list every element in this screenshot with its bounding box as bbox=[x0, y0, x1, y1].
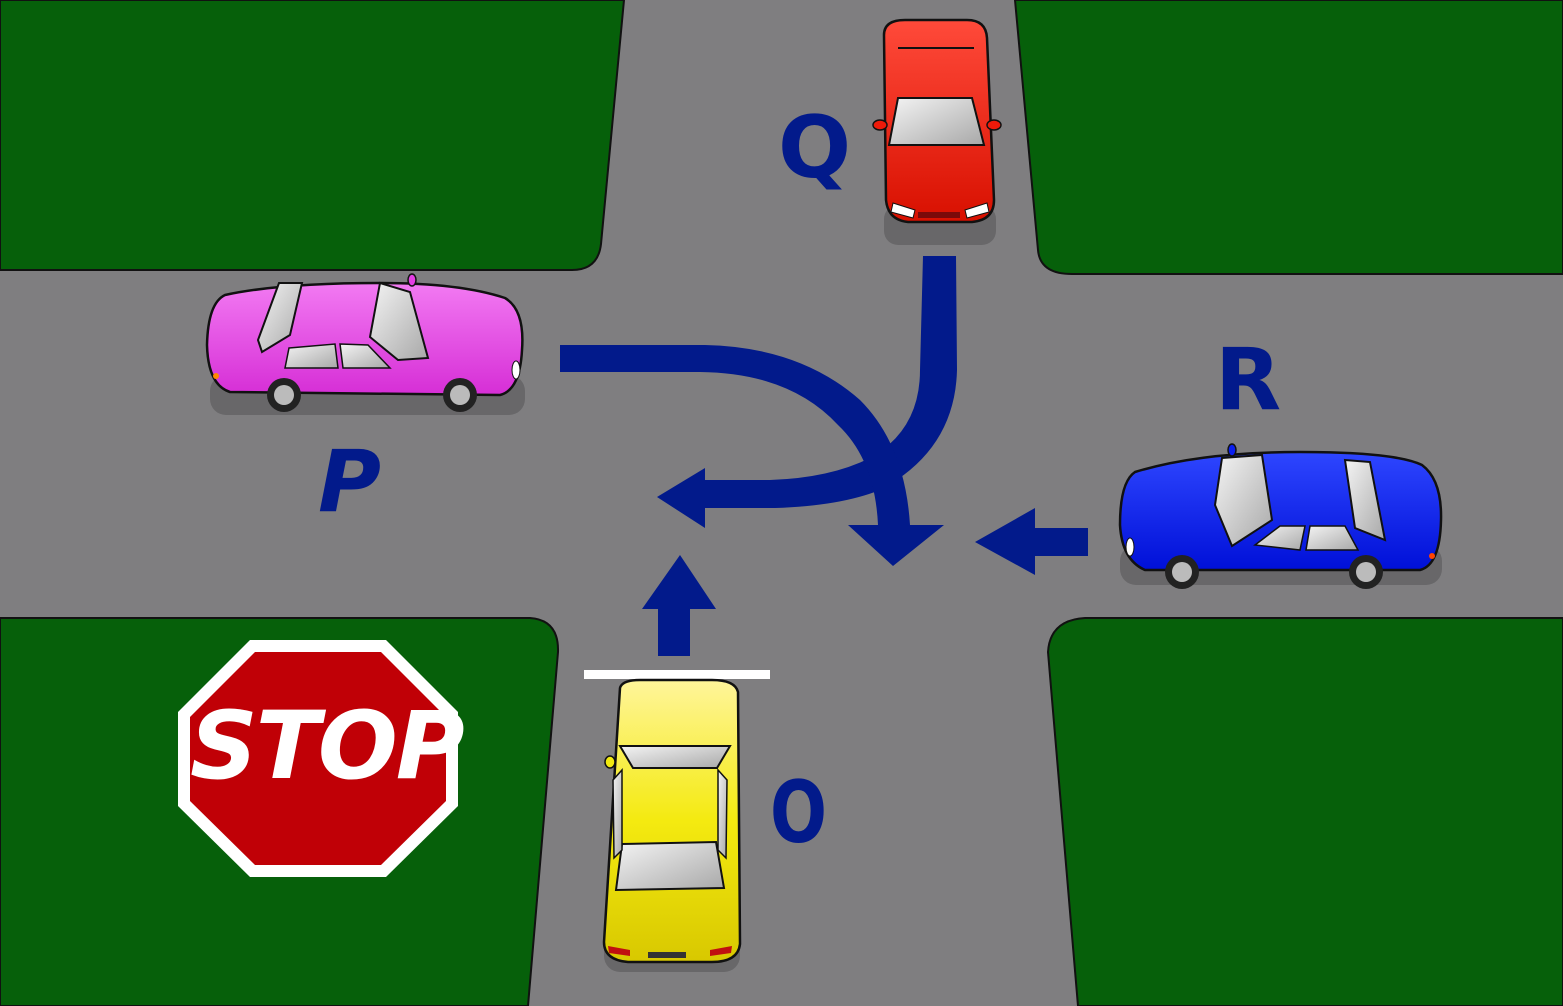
stop-sign-text: STOP bbox=[190, 692, 465, 801]
arrow-o-path bbox=[642, 555, 716, 656]
car-o[interactable] bbox=[602, 678, 742, 972]
arrow-r-path bbox=[975, 508, 1088, 575]
label-p: P bbox=[318, 432, 382, 532]
label-q: Q bbox=[778, 98, 852, 198]
label-r: R bbox=[1215, 330, 1282, 430]
label-o: O bbox=[770, 763, 828, 863]
grass-bottom-right bbox=[1046, 617, 1563, 1006]
movement-arrows bbox=[560, 256, 1088, 656]
car-r[interactable] bbox=[1118, 443, 1443, 589]
car-p[interactable] bbox=[205, 273, 525, 415]
stop-sign bbox=[178, 640, 458, 877]
car-q[interactable] bbox=[872, 18, 1002, 245]
arrow-p-path bbox=[560, 345, 944, 566]
stop-line bbox=[584, 670, 770, 679]
grass-top-left bbox=[0, 0, 626, 271]
grass-top-right bbox=[1013, 0, 1563, 275]
